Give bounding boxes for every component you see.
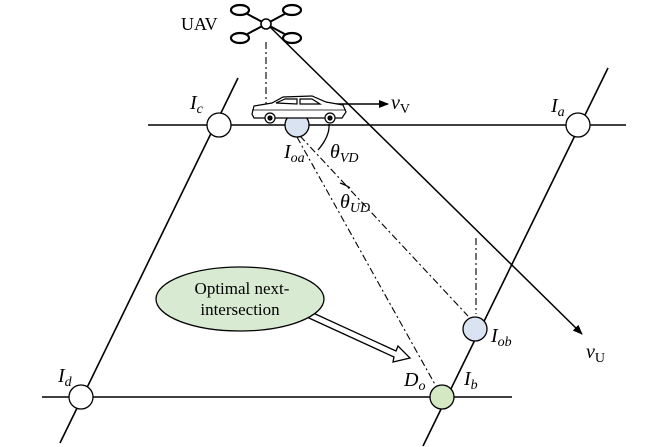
uav-label: UAV [181,14,218,34]
car-icon [251,95,347,124]
uav-velocity-label: vU [586,341,605,366]
car-to-destination-line [296,136,438,389]
callout-bubble [155,266,325,332]
vehicle-velocity-label: vV [391,92,410,117]
intersection-c-label: Ic [189,92,204,117]
angle-vd-label: θVD [330,141,359,166]
car-to-ob-line [299,135,469,317]
optimal-intersection-callout: Optimal next- intersection [155,266,412,363]
intersection-c-marker [206,112,232,138]
angle-arc-vd [317,123,330,151]
intersection-d-marker [68,384,94,410]
intersection-d-label: Id [57,365,73,390]
callout-line-2: intersection [200,300,280,319]
intersection-ob-marker [462,316,488,342]
intersection-oa-label: Ioa [283,141,305,166]
destination-label: Do [403,369,425,394]
uav-drone-icon [229,3,303,45]
callout-arrow [297,306,412,363]
road-network [42,67,626,447]
intersection-a-marker [565,112,591,138]
intersection-b-label: Ib [463,368,478,393]
uav-velocity-arrow [267,24,583,335]
callout-line-1: Optimal next- [195,279,290,298]
angle-arc-ud [339,182,351,189]
angle-ud-label: θUD [340,191,370,216]
intersection-a-label: Ia [550,95,565,120]
guide-lines [265,42,477,389]
intersection-b-marker [429,384,455,410]
intersection-ob-label: Iob [490,325,512,350]
road-left-diagonal [59,77,239,444]
